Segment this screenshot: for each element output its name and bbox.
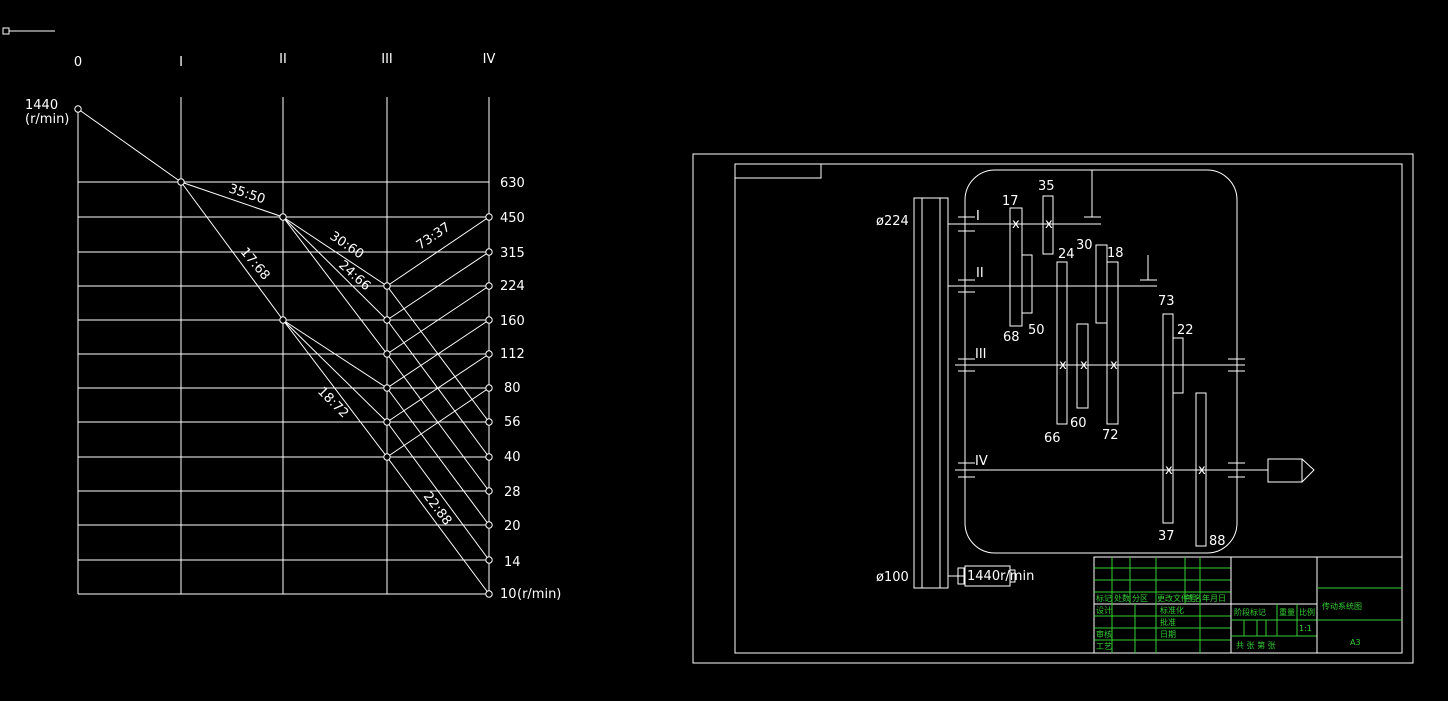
gear-label-50: 50 xyxy=(1028,323,1045,338)
gear-label-66: 66 xyxy=(1044,431,1061,446)
gear-label-18: 18 xyxy=(1107,246,1124,261)
speed-label: 40 xyxy=(504,450,521,465)
sheet-size: A3 xyxy=(1350,638,1361,647)
tb-header: 处数 xyxy=(1114,593,1130,603)
tb-header: 更改文件号 xyxy=(1157,593,1197,603)
gears xyxy=(1009,195,1207,547)
spindle-nose xyxy=(1267,458,1315,483)
speed-label: 160 xyxy=(500,314,525,329)
tb-left-label: 审核 xyxy=(1096,629,1112,639)
sheet-code-box xyxy=(734,163,822,179)
speed-label: 112 xyxy=(500,347,525,362)
speed-unit: (r/min) xyxy=(517,587,561,602)
tb-header: 标记 xyxy=(1096,593,1112,603)
tb-header: 年月日 xyxy=(1202,593,1226,603)
svg-text:x: x xyxy=(1045,217,1053,232)
tb-left-label: 设计 xyxy=(1096,605,1112,615)
svg-text:x: x xyxy=(1198,463,1206,478)
svg-text:x: x xyxy=(1059,358,1067,373)
speed-label: 20 xyxy=(504,519,521,534)
speed-label: 315 xyxy=(500,246,525,261)
title-block: 标记 处数 分区 更改文件号 签名 年月日 设计 审核 工艺 标准化 批准 日期… xyxy=(1093,556,1403,654)
gearbox-housing xyxy=(964,169,1238,554)
gear-label-73: 73 xyxy=(1158,294,1175,309)
speed-label: 10 xyxy=(500,587,517,602)
title-block-grid xyxy=(1094,557,1402,653)
speed-label: 28 xyxy=(504,485,521,500)
ratio-lines xyxy=(77,108,490,595)
shaft-label-1: I xyxy=(179,55,183,70)
svg-text:x: x xyxy=(1110,358,1118,373)
tb-stage-label: 阶段标记 xyxy=(1234,607,1266,617)
speed-grid-lines xyxy=(78,181,489,595)
gear-label-68: 68 xyxy=(1003,330,1020,345)
tb-mid-label: 标准化 xyxy=(1160,605,1184,615)
speed-nodes xyxy=(74,105,493,598)
belt-drive xyxy=(913,197,949,589)
shaft-label-4: IV xyxy=(483,52,496,67)
ratio-label-35-50: 35:50 xyxy=(227,182,267,208)
diagram-shaft-label-IV: IV xyxy=(975,454,988,469)
speed-label: 450 xyxy=(500,211,525,226)
diagram-shaft-label-I: I xyxy=(976,209,980,224)
sheet-outer-border xyxy=(692,153,1414,664)
gear-label-17: 17 xyxy=(1002,194,1019,209)
gear-key-marks: x x x x x x x xyxy=(1012,217,1206,478)
speed-label: 224 xyxy=(500,279,525,294)
gear-label-60: 60 xyxy=(1070,416,1087,431)
gear-label-37: 37 xyxy=(1158,529,1175,544)
diagram-shaft-label-II: II xyxy=(976,266,984,281)
shaft-label-2: II xyxy=(279,52,287,67)
tb-mid-label: 日期 xyxy=(1160,630,1176,639)
drawing-title: 传动系统图 xyxy=(1322,601,1362,611)
drawing-sheet xyxy=(692,153,1414,664)
tb-header: 分区 xyxy=(1132,594,1148,603)
transmission-diagram: ø224 ø100 1440r/min I xyxy=(876,169,1315,589)
tb-stage-label: 重量 xyxy=(1279,607,1295,617)
tb-stage-label: 比例 xyxy=(1299,607,1315,617)
tb-scale: 1:1 xyxy=(1299,624,1312,633)
tb-mid-label: 批准 xyxy=(1160,617,1176,627)
shaft-label-3: III xyxy=(381,52,393,67)
tb-header: 签名 xyxy=(1186,593,1202,603)
title-block-frame xyxy=(1093,556,1403,654)
ratio-label-73-37: 73:37 xyxy=(414,220,453,253)
svg-text:x: x xyxy=(1080,358,1088,373)
input-speed-unit: (r/min) xyxy=(25,112,69,127)
ucs-marker xyxy=(2,27,55,35)
diagram-shaft-label-III: III xyxy=(975,347,987,362)
gear-label-22: 22 xyxy=(1177,323,1194,338)
tb-left-label: 工艺 xyxy=(1096,642,1112,651)
gear-label-72: 72 xyxy=(1102,428,1119,443)
bearings xyxy=(958,170,1245,478)
motor-label: 1440r/min xyxy=(967,569,1034,584)
gear-label-30: 30 xyxy=(1076,238,1093,253)
gear-label-35: 35 xyxy=(1038,179,1055,194)
shaft-label-0: 0 xyxy=(74,55,82,70)
ratio-label-24-66: 24:66 xyxy=(335,258,373,294)
tb-sheet-info: 共 张 第 张 xyxy=(1236,640,1276,650)
speed-chart: 0 I II III IV 1440 (r/min) xyxy=(25,52,561,602)
svg-text:x: x xyxy=(1165,463,1173,478)
pulley-large-label: ø224 xyxy=(876,214,909,229)
speed-label: 14 xyxy=(504,555,521,570)
speed-label: 80 xyxy=(504,381,521,396)
svg-text:x: x xyxy=(1012,217,1020,232)
input-speed: 1440 xyxy=(25,98,58,113)
gear-label-88: 88 xyxy=(1209,534,1226,549)
speed-label: 630 xyxy=(500,176,525,191)
gear-label-24: 24 xyxy=(1058,247,1075,262)
motor: 1440r/min xyxy=(948,565,1034,587)
ratio-label-30-60: 30:60 xyxy=(327,229,366,262)
speed-label: 56 xyxy=(504,415,521,430)
pulley-small-label: ø100 xyxy=(876,570,909,585)
sheet-inner-border xyxy=(734,163,1403,654)
